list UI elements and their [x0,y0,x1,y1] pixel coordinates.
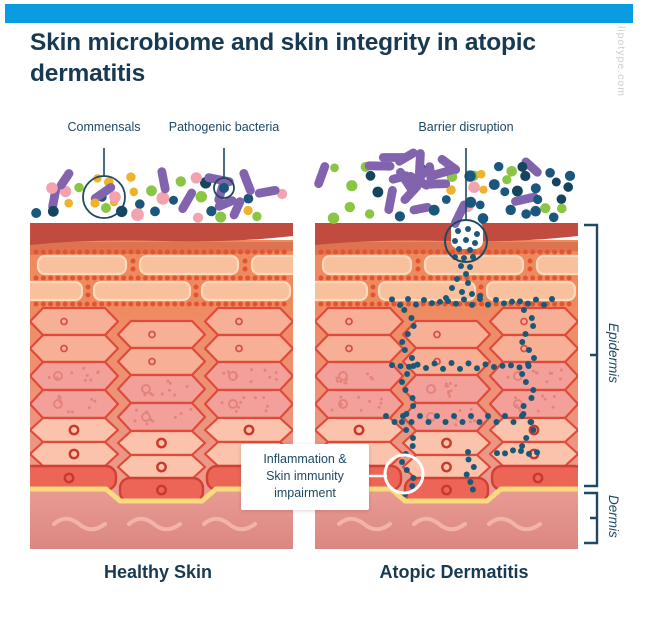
inflammation-line-3: impairment [274,486,336,500]
dermis-bracket [584,491,599,545]
barrier-disruption-label: Barrier disruption [418,120,514,134]
surface-bacteria-layer [31,148,576,228]
accent-bar [5,4,633,23]
epidermis-bracket [584,223,599,488]
atopic-dermatitis-label: Atopic Dermatitis [379,562,529,582]
bacteria-invasion-trail [383,226,555,497]
commensals-label: Commensals [67,120,141,134]
inflammation-line-1: Inflammation & [263,452,347,466]
commensals-circle [82,175,126,219]
inflammation-circle [383,453,425,495]
inflammation-callout-box: Inflammation & Skin immunity impairment [241,444,369,510]
inflammation-line-2: Skin immunity [266,469,344,483]
pathogenic-bacteria-label: Pathogenic bacteria [168,120,280,134]
epidermis-layer-label: Epidermis [606,323,621,384]
barrier-disruption-circle [444,219,488,263]
dermis-layer-label: Dermis [606,495,621,538]
page-title: Skin microbiome and skin integrity in at… [30,29,536,88]
healthy-skin-label: Healthy Skin [103,562,213,582]
watermark: lipotype.com [615,26,627,97]
healthy-skin-panel [30,223,293,549]
callout-layer [82,148,599,545]
pathogenic-circle [213,177,235,199]
